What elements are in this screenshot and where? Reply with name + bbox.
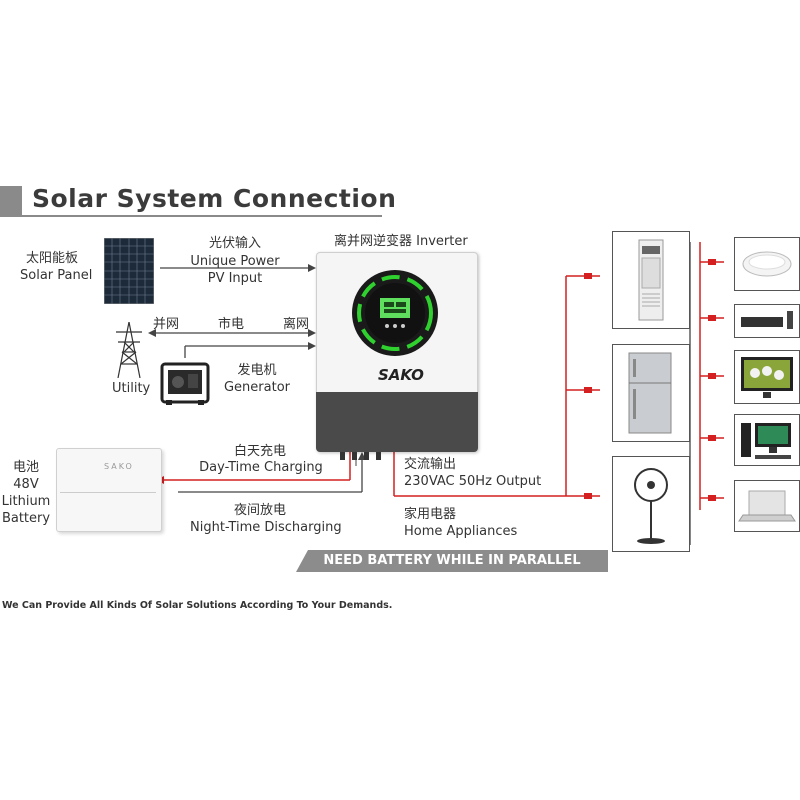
solar-panel-icon (104, 238, 154, 304)
generator-label-cn: 发电机 (237, 363, 277, 378)
inverter-display-ring-icon (352, 270, 438, 356)
off-grid-label: 离网 (283, 317, 310, 332)
battery-cabinet (56, 448, 162, 532)
ac-output-label-cn: 交流输出 (404, 457, 457, 472)
battery-label-line2: Battery (1, 511, 51, 526)
appliance-box-air-conditioner (612, 231, 690, 329)
laptop-icon (738, 490, 796, 522)
generator-icon (160, 362, 210, 405)
day-charging-label-cn: 白天充电 (233, 444, 286, 459)
page-title: Solar System Connection (32, 184, 397, 213)
appliance-box-television (734, 350, 800, 404)
air-conditioner-icon (638, 239, 664, 321)
generator-label-en: Generator (223, 380, 290, 395)
television-icon (741, 357, 793, 398)
home-appliances-label-cn: 家用电器 (404, 507, 457, 522)
home-appliances-label-en: Home Appliances (404, 524, 518, 539)
refrigerator-icon (628, 352, 672, 434)
inverter-terminals-icon (340, 452, 381, 460)
title-accent-bar (0, 186, 22, 216)
inverter-label: 离并网逆变器 Inverter (334, 234, 468, 249)
utility-label: Utility (112, 381, 151, 396)
battery-label-line1: Lithium (1, 494, 51, 509)
battery-brand-logo: SAKO (104, 462, 134, 471)
appliance-box-fan (612, 456, 690, 552)
battery-voltage: 48V (13, 477, 39, 492)
grid-tied-label: 并网 (153, 317, 180, 332)
standing-fan-icon (634, 468, 668, 544)
parallel-function-banner: NEED BATTERY WHILE IN PARALLEL FUNCTION (296, 550, 608, 572)
mains-label: 市电 (218, 317, 245, 332)
title-underline (0, 215, 382, 217)
pv-input-label-en2: PV Input (207, 271, 263, 286)
desktop-computer-icon (741, 423, 791, 459)
inverter-base (316, 392, 478, 452)
pv-input-label-cn: 光伏输入 (208, 236, 261, 251)
battery-label-cn: 电池 (12, 460, 39, 475)
appliance-box-set-top-box (734, 304, 800, 338)
appliance-box-refrigerator (612, 344, 690, 442)
inverter-brand-logo: SAKO (378, 366, 424, 384)
solar-panel-label-cn: 太阳能板 (26, 251, 79, 266)
battery-divider (60, 492, 156, 493)
pv-input-label-en1: Unique Power (190, 254, 280, 269)
set-top-box-icon (741, 311, 793, 329)
utility-tower-icon (116, 322, 142, 378)
ceiling-light-icon (742, 251, 792, 277)
footer-note: We Can Provide All Kinds Of Solar Soluti… (2, 600, 393, 611)
night-discharging-label-en: Night-Time Discharging (190, 520, 342, 535)
solar-panel-label-en: Solar Panel (20, 268, 93, 283)
appliance-box-ceiling-light (734, 237, 800, 291)
ac-output-label-en: 230VAC 50Hz Output (404, 474, 542, 489)
day-charging-label-en: Day-Time Charging (199, 460, 323, 475)
appliance-box-laptop (734, 480, 800, 532)
night-discharging-label-cn: 夜间放电 (233, 503, 286, 518)
appliance-box-desktop-computer (734, 414, 800, 466)
